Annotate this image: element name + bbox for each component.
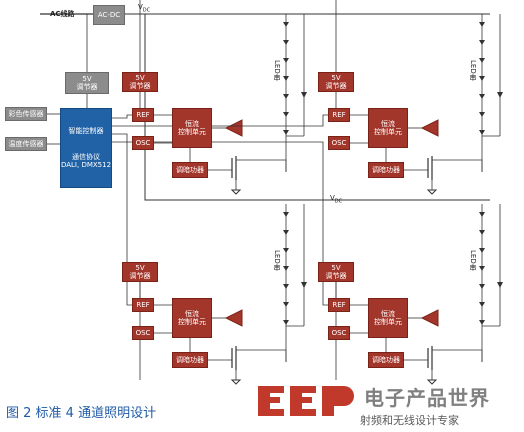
temp-sensor-block: 温度传感器	[5, 137, 47, 151]
ch2-ctrl-link	[112, 114, 328, 127]
ch2-led-7	[479, 130, 485, 135]
ch1-amplifier	[224, 119, 243, 137]
vdc-label-top: VDC	[138, 3, 151, 14]
ch1-led-3	[283, 58, 289, 63]
protocol-label: 通信协议 DALI, DMX512	[60, 153, 112, 169]
ch2-mosfet-drain	[432, 159, 483, 172]
ch3-led-2	[283, 230, 289, 235]
ch3-amplifier	[224, 309, 243, 327]
ch2-osc: OSC	[328, 136, 350, 150]
ch3-led-4	[283, 266, 289, 271]
ch4-ref: REF	[328, 298, 350, 312]
ch3-led-1	[283, 212, 289, 217]
figure-caption: 图 2 标准 4 通道照明设计	[6, 406, 157, 421]
ch3-osc: OSC	[132, 326, 154, 340]
ch1-diode	[301, 92, 307, 98]
ch4-ctrl-link	[112, 141, 328, 306]
ch2-led-1	[479, 22, 485, 27]
ch2-led-4	[479, 76, 485, 81]
ch2-led-2	[479, 40, 485, 45]
ch1-led-2	[283, 40, 289, 45]
ch3-led-6	[283, 302, 289, 307]
ch3-led-label: LED串	[273, 250, 281, 271]
ch4-amplifier	[420, 309, 439, 327]
smart-controller-title: 智能控制器	[68, 127, 104, 135]
ch4-led-6	[479, 302, 485, 307]
watermark-brand: 电子产品世界	[364, 386, 490, 410]
watermark-subtitle: 射频和无线设计专家	[360, 414, 459, 427]
ch1-led-7	[283, 130, 289, 135]
ch1-5v-regulator: 5V 调节器	[122, 72, 158, 92]
ch4-led-label: LED串	[469, 250, 477, 271]
ch4-ground	[426, 379, 438, 385]
ch1-led-label: LED串	[273, 60, 281, 81]
ch2-cc-unit: 恒流 控制单元	[368, 108, 408, 148]
vdc-label-mid: VDC	[330, 194, 343, 205]
ch4-osc: OSC	[328, 326, 350, 340]
ch1-ctrl-link	[112, 114, 132, 119]
ch1-dimmer: 调暗功器	[172, 162, 208, 178]
ch2-dimmer: 调暗功器	[368, 162, 404, 178]
ch2-ground	[426, 189, 438, 195]
ch4-led-2	[479, 230, 485, 235]
ch3-ctrl-link	[112, 133, 132, 306]
ch3-dimmer: 调暗功器	[172, 352, 208, 368]
ch2-led-6	[479, 112, 485, 117]
ch3-led-7	[283, 320, 289, 325]
ch1-led-6	[283, 112, 289, 117]
ch2-diode	[497, 92, 503, 98]
smart-controller: 智能控制器 通信协议 DALI, DMX512	[60, 108, 112, 188]
color-sensor-block: 彩色传感器	[5, 107, 47, 121]
ch3-diode	[301, 282, 307, 288]
ch1-led-5	[283, 94, 289, 99]
ch4-led-7	[479, 320, 485, 325]
ch4-cc-unit: 恒流 控制单元	[368, 298, 408, 338]
ch1-led-1	[283, 22, 289, 27]
ch3-5v-regulator: 5V 调节器	[122, 262, 158, 282]
ch1-ref: REF	[132, 108, 154, 122]
ch2-led-5	[479, 94, 485, 99]
ch2-5v-regulator: 5V 调节器	[318, 72, 354, 92]
ch4-led-1	[479, 212, 485, 217]
ch3-ref: REF	[132, 298, 154, 312]
ch1-led-4	[283, 76, 289, 81]
ch1-ground	[230, 189, 242, 195]
ch2-amplifier	[420, 119, 439, 137]
ch3-led-5	[283, 284, 289, 289]
ch1-mosfet-drain	[236, 159, 287, 172]
ch3-led-3	[283, 248, 289, 253]
ch2-ref: REF	[328, 108, 350, 122]
ch4-dimmer: 调暗功器	[368, 352, 404, 368]
acdc-block: AC-DC	[93, 5, 125, 25]
watermark-logo	[258, 386, 354, 416]
ch4-diode	[497, 282, 503, 288]
ch3-ground	[230, 379, 242, 385]
ch3-cc-unit: 恒流 控制单元	[172, 298, 212, 338]
ch4-5v-regulator: 5V 调节器	[318, 262, 354, 282]
ch2-led-label: LED串	[469, 60, 477, 81]
ch4-mosfet-drain	[432, 349, 483, 362]
main-5v-regulator: 5V 调节器	[65, 72, 109, 94]
ch3-mosfet-drain	[236, 349, 287, 362]
ch4-led-5	[479, 284, 485, 289]
ac-line-label: AC线路	[50, 10, 75, 18]
ch1-osc: OSC	[132, 136, 154, 150]
ch4-led-4	[479, 266, 485, 271]
ch1-cc-unit: 恒流 控制单元	[172, 108, 212, 148]
ch2-led-3	[479, 58, 485, 63]
ch4-led-3	[479, 248, 485, 253]
